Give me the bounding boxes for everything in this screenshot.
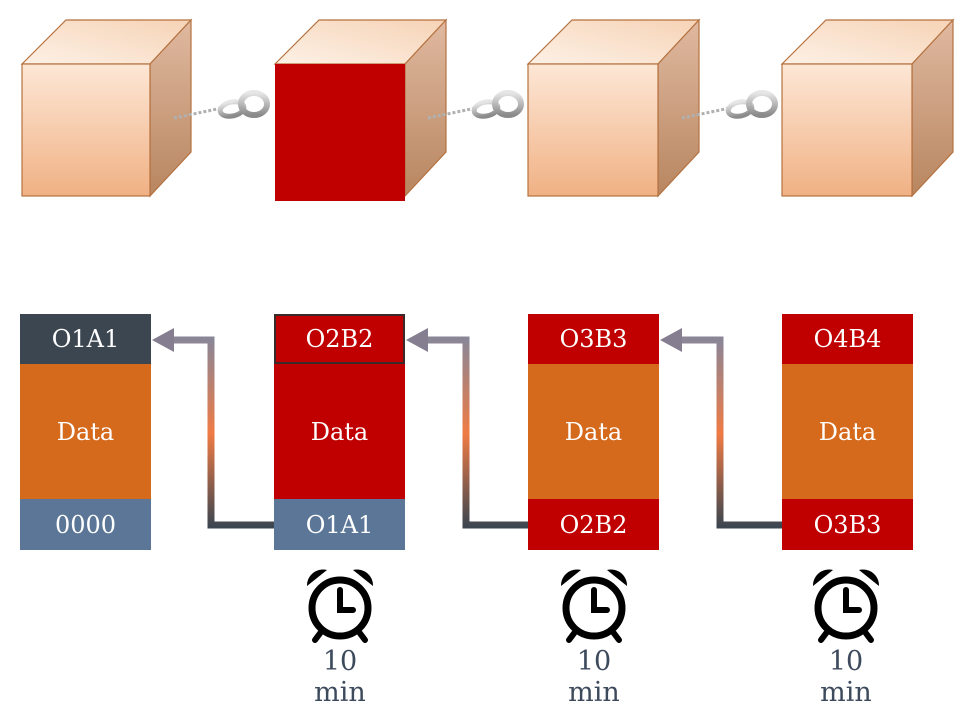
alarm-clock-icon <box>306 569 374 643</box>
block-2: O2B2 Data O1A1 <box>274 314 405 550</box>
block-prev-hash: 0000 <box>20 499 151 550</box>
block-prev-hash: O2B2 <box>528 499 659 550</box>
arrow-block3-to-block2 <box>406 328 528 529</box>
block-4: O4B4 Data O3B3 <box>782 314 913 550</box>
block-prev-hash: O3B3 <box>782 499 913 550</box>
arrow-block2-to-block1 <box>152 328 274 529</box>
block-data: Data <box>528 364 659 499</box>
alarm-clock-icon <box>560 569 628 643</box>
timer-2: 10 min <box>554 564 634 708</box>
cube-1 <box>20 18 193 198</box>
block-data: Data <box>20 364 151 499</box>
alarm-clock-icon <box>812 569 880 643</box>
block-prev-hash: O1A1 <box>274 499 405 550</box>
block-hash: O4B4 <box>782 314 913 364</box>
cube-chain <box>20 18 955 201</box>
timer-label: 10 min <box>568 646 620 708</box>
timer-label: 10 min <box>314 646 366 708</box>
cube-2 <box>273 18 448 201</box>
block-3: O3B3 Data O2B2 <box>528 314 659 550</box>
cube-4 <box>780 18 955 198</box>
block-hash: O3B3 <box>528 314 659 364</box>
block-hash: O1A1 <box>20 314 151 364</box>
timer-label: 10 min <box>820 646 872 708</box>
timer-1: 10 min <box>300 564 380 708</box>
block-data: Data <box>274 364 405 499</box>
block-hash: O2B2 <box>274 314 405 364</box>
block-data: Data <box>782 364 913 499</box>
arrow-block4-to-block3 <box>660 328 782 529</box>
chain-link-icon <box>681 90 778 120</box>
cube-3 <box>526 18 701 198</box>
block-1: O1A1 Data 0000 <box>20 314 151 550</box>
timer-3: 10 min <box>806 564 886 708</box>
